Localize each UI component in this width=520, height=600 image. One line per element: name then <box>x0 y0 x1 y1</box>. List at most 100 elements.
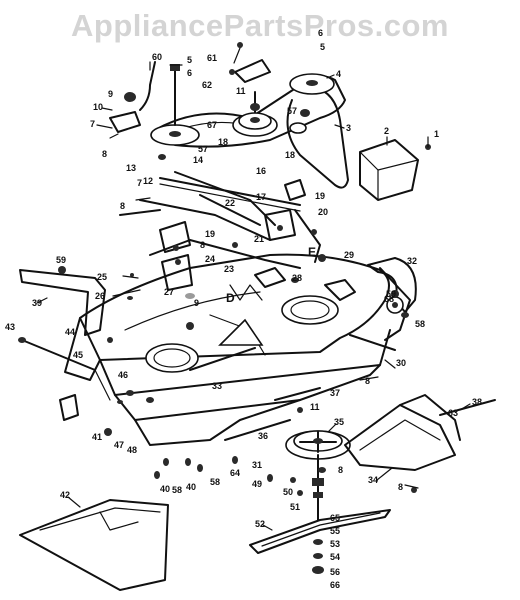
callout-60: 60 <box>152 52 162 62</box>
marker-e: E <box>308 245 316 259</box>
callout-8d: 8 <box>365 376 370 386</box>
callout-2: 2 <box>384 126 389 136</box>
callout-37: 37 <box>330 388 340 398</box>
callout-18: 18 <box>218 137 228 147</box>
marker-d: D <box>226 291 235 305</box>
deck-shell <box>64 253 391 446</box>
callout-36: 36 <box>258 431 268 441</box>
callout-40: 40 <box>186 482 196 492</box>
bolts <box>96 47 419 489</box>
callout-11: 11 <box>236 86 246 96</box>
callout-18b: 18 <box>285 150 295 160</box>
callout-33: 33 <box>212 381 222 391</box>
callout-68: 68 <box>384 294 394 304</box>
callout-52: 52 <box>255 519 265 529</box>
pulley-right <box>289 73 335 95</box>
callout-32: 32 <box>407 256 417 266</box>
callout-43: 43 <box>5 322 15 332</box>
callout-41: 41 <box>92 432 102 442</box>
callout-8f: 8 <box>398 482 403 492</box>
spindle-pulley <box>285 430 351 460</box>
callout-29: 29 <box>344 250 354 260</box>
callout-34: 34 <box>368 475 378 485</box>
callout-8c: 8 <box>200 240 205 250</box>
leader-lines <box>36 61 471 531</box>
callout-labels: 1 2 3 4 5 5 6 6 7 7 8 8 8 8 8 8 9 9 10 1… <box>5 28 482 590</box>
baffle <box>189 347 256 371</box>
callout-19b: 19 <box>205 229 215 239</box>
callout-14: 14 <box>193 155 203 165</box>
callout-19: 19 <box>315 191 325 201</box>
idler-spacer <box>289 122 307 134</box>
callout-6b: 6 <box>187 68 192 78</box>
left-wheel-plate <box>59 394 79 421</box>
callout-22: 22 <box>225 198 235 208</box>
callout-58: 58 <box>415 319 425 329</box>
callout-11b: 11 <box>310 402 320 412</box>
blade-washer <box>313 539 323 545</box>
deck-cutouts <box>145 267 356 373</box>
callout-46: 46 <box>118 370 128 380</box>
top-bracket <box>234 59 271 83</box>
callout-12: 12 <box>143 176 153 186</box>
callout-58c: 58 <box>210 477 220 487</box>
callout-7b: 7 <box>137 178 142 188</box>
rear-rod <box>439 399 496 416</box>
callout-59: 59 <box>56 255 66 265</box>
callout-9: 9 <box>108 89 113 99</box>
pivot-plate <box>161 254 193 291</box>
left-bracket <box>109 111 141 133</box>
callout-44: 44 <box>65 327 75 337</box>
lower-rod-2 <box>274 387 321 401</box>
callout-8b: 8 <box>120 201 125 211</box>
callout-26: 26 <box>95 291 105 301</box>
pulley-left <box>150 124 200 146</box>
callout-64: 64 <box>230 468 240 478</box>
callout-54: 54 <box>330 552 340 562</box>
callout-13: 13 <box>126 163 136 173</box>
callout-30: 30 <box>396 358 406 368</box>
callout-8: 8 <box>102 149 107 159</box>
hardware <box>18 42 431 496</box>
callout-5b: 5 <box>187 55 192 65</box>
callout-55: 55 <box>330 526 340 536</box>
right-rail <box>349 334 396 351</box>
callout-40b: 40 <box>160 484 170 494</box>
callout-48: 48 <box>127 445 137 455</box>
rear-baffle <box>344 394 461 471</box>
callout-59b: 59 <box>386 289 396 299</box>
callout-9b: 9 <box>194 298 199 308</box>
callout-62: 62 <box>202 80 212 90</box>
callout-20: 20 <box>318 207 328 217</box>
callout-61: 61 <box>207 53 217 63</box>
callout-53: 53 <box>330 539 340 549</box>
arm-bracket <box>159 221 191 253</box>
callout-5: 5 <box>320 42 325 52</box>
callout-27: 27 <box>164 287 174 297</box>
callout-1: 1 <box>434 129 439 139</box>
callout-38: 38 <box>472 397 482 407</box>
callout-28: 28 <box>292 273 302 283</box>
callout-49: 49 <box>252 479 262 489</box>
callout-8e: 8 <box>338 465 343 475</box>
discharge-chute <box>19 499 169 591</box>
callout-21: 21 <box>254 234 264 244</box>
callout-51: 51 <box>290 502 300 512</box>
callout-7: 7 <box>90 119 95 129</box>
callout-17: 17 <box>256 192 266 202</box>
left-hanger <box>19 269 106 336</box>
callout-57b: 57 <box>198 144 208 154</box>
callout-56: 56 <box>330 567 340 577</box>
callout-65: 65 <box>330 513 340 523</box>
left-link-rod <box>21 339 96 371</box>
callout-16: 16 <box>256 166 266 176</box>
pulley-center <box>232 112 278 137</box>
callout-10: 10 <box>93 102 103 112</box>
callout-23: 23 <box>224 264 234 274</box>
callout-35: 35 <box>334 417 344 427</box>
callout-45: 45 <box>73 350 83 360</box>
callout-3: 3 <box>346 123 351 133</box>
callout-66: 66 <box>330 580 340 590</box>
